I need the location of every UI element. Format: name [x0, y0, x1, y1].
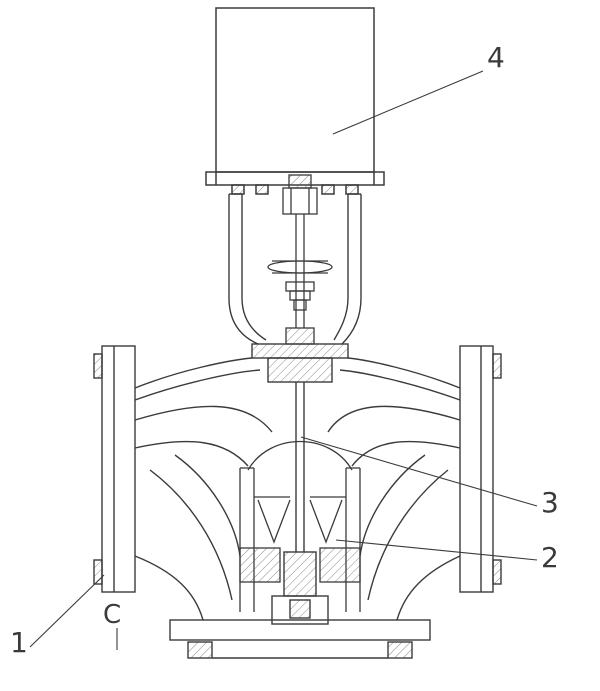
callout-label-3: 3	[541, 486, 560, 519]
callout-label-2: 2	[541, 541, 560, 574]
leader-line-2	[335, 539, 538, 561]
leader-line-3	[300, 436, 538, 507]
bottom-flange	[169, 619, 431, 659]
leader-lines	[29, 70, 538, 650]
callout-label-4: 4	[487, 41, 506, 74]
left-flange	[93, 345, 136, 593]
plug-and-stem	[271, 382, 329, 625]
leader-line-1	[29, 574, 105, 648]
cage-and-seat	[239, 441, 361, 612]
right-flange	[459, 345, 502, 593]
bonnet	[251, 343, 349, 383]
valve-body	[93, 345, 502, 621]
callout-label-1: 1	[10, 626, 29, 659]
section-label-C: C	[103, 600, 123, 630]
actuator	[205, 7, 385, 195]
actuator-stem	[267, 174, 333, 345]
yoke	[228, 193, 362, 345]
leader-line-4	[332, 70, 484, 135]
